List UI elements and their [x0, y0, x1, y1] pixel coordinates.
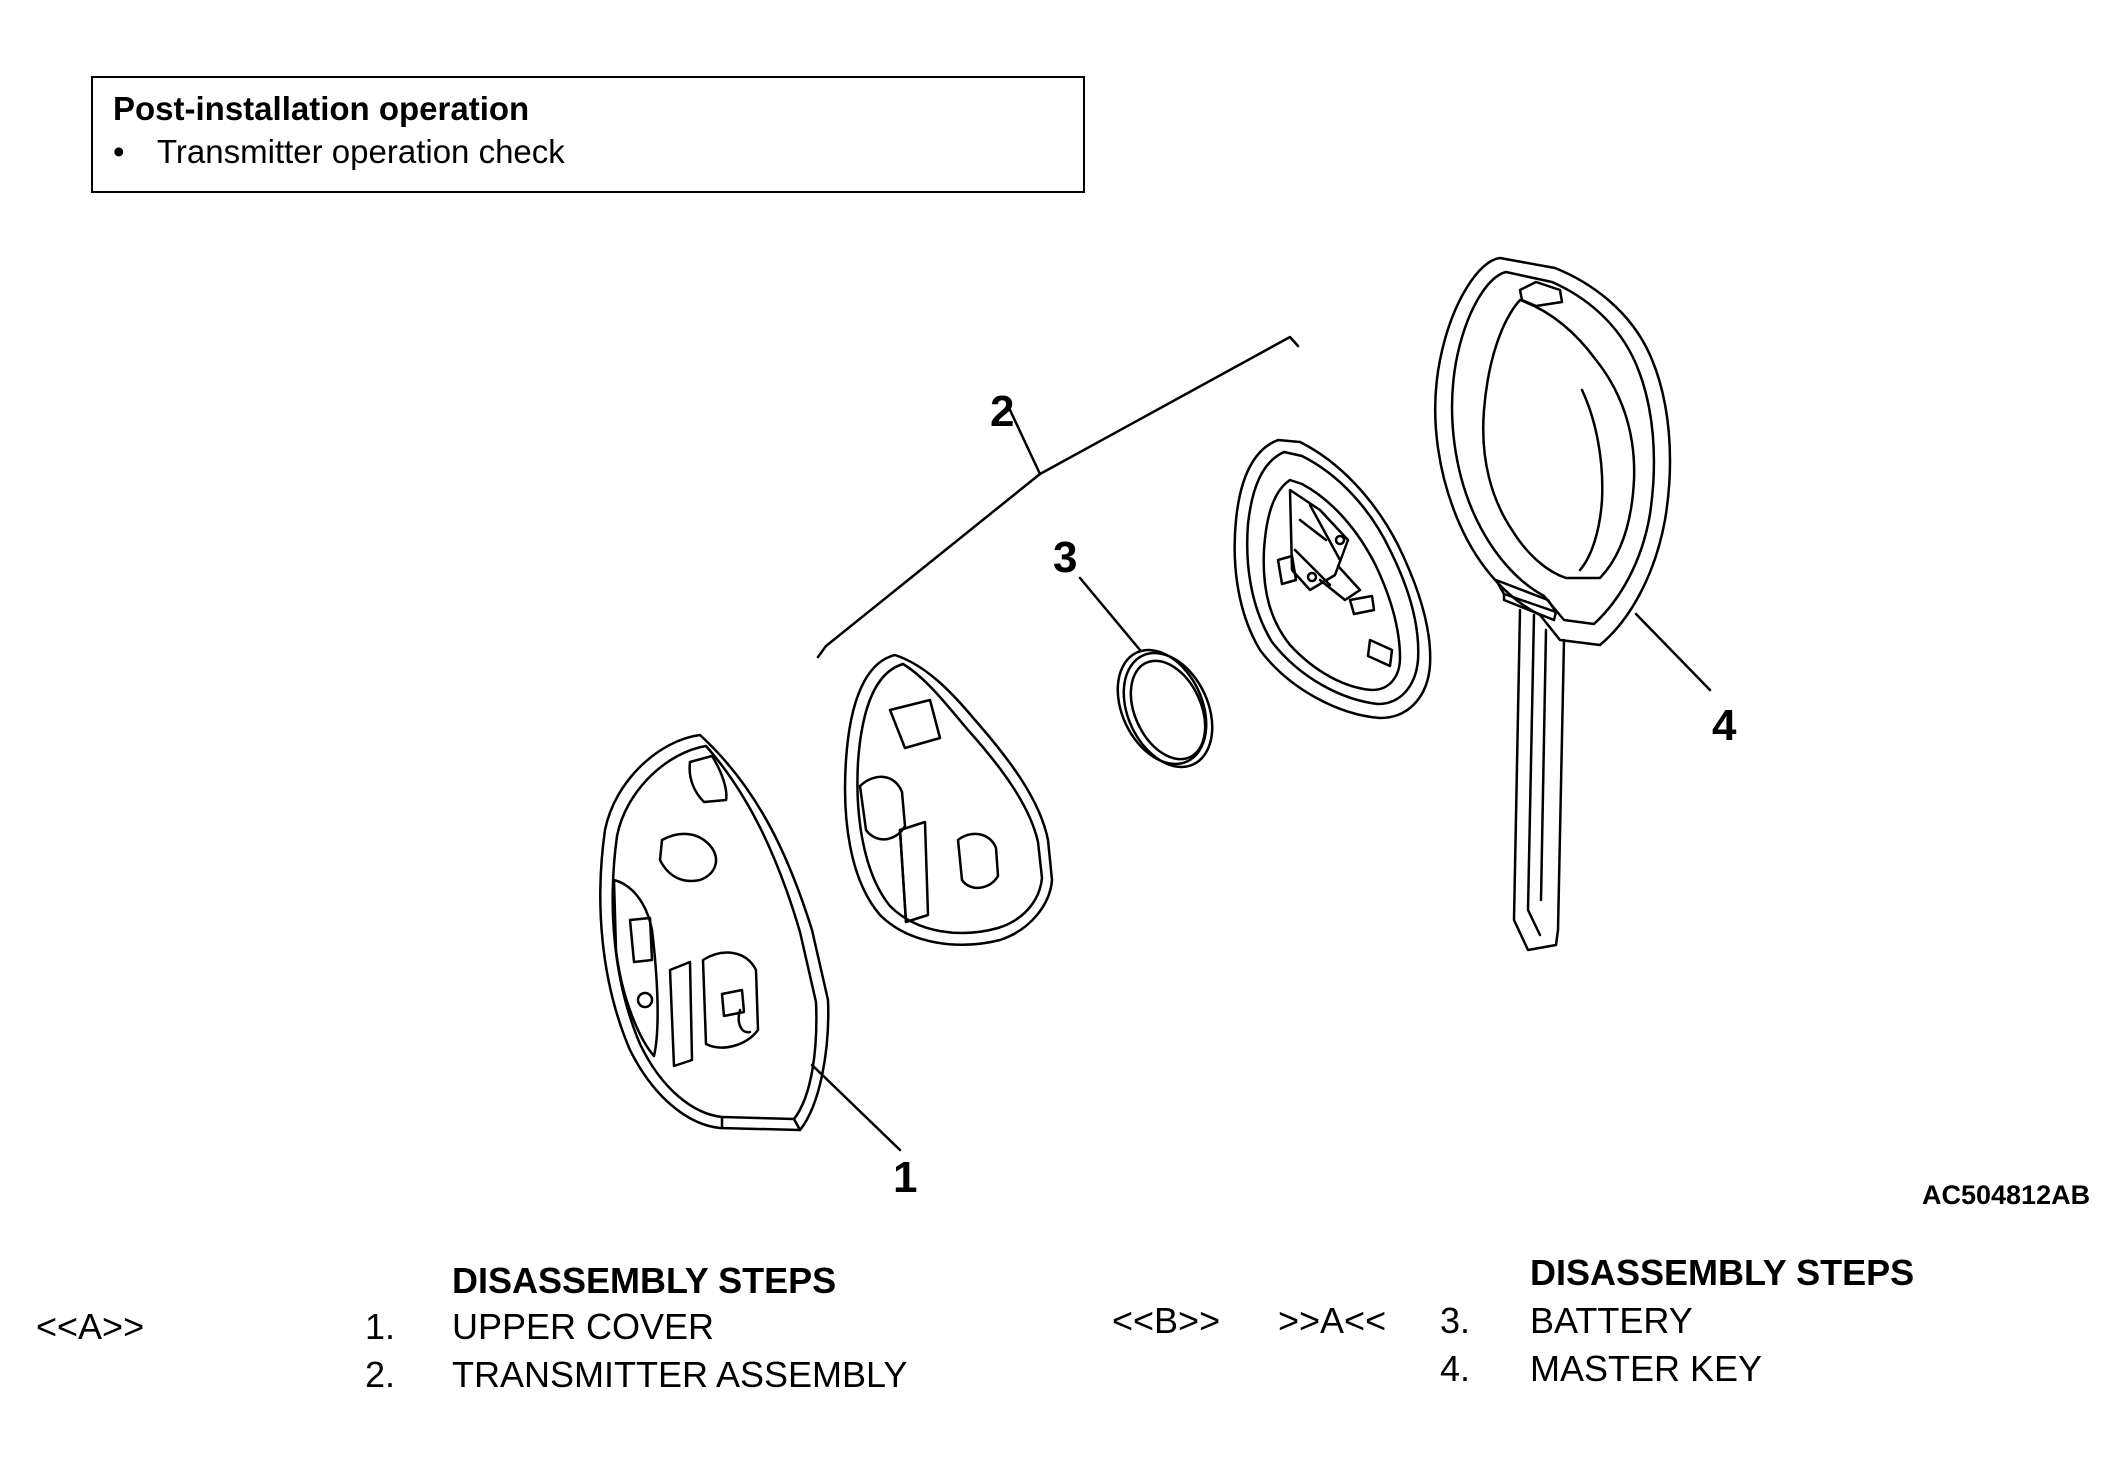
upper-cover-part	[599, 733, 830, 1132]
bullet-icon: •	[113, 133, 125, 170]
left-step-row-2-label: TRANSMITTER ASSEMBLY	[452, 1354, 907, 1396]
right-step-3-label: BATTERY	[1530, 1300, 1693, 1341]
right-step-row-3: 3.	[1440, 1300, 1470, 1342]
master-key-part	[1433, 256, 1672, 952]
left-steps-heading: DISASSEMBLY STEPS	[452, 1260, 837, 1301]
post-installation-item-label: Transmitter operation check	[157, 133, 565, 170]
leader-line-3	[1078, 576, 1142, 652]
left-step-2-num: 2.	[365, 1354, 396, 1395]
right-ref-a-install: >>A<<	[1278, 1300, 1387, 1341]
right-step-3-num: 3.	[1440, 1300, 1471, 1341]
left-step-row-1: 1.	[365, 1306, 395, 1348]
leader-line-1	[810, 1063, 902, 1152]
right-steps-heading: DISASSEMBLY STEPS	[1530, 1252, 1915, 1293]
figure-id: AC504812AB	[1922, 1180, 2091, 1210]
callout-1: 1	[893, 1153, 917, 1202]
left-step-2-label: TRANSMITTER ASSEMBLY	[452, 1354, 908, 1395]
post-installation-item: • Transmitter operation check	[113, 133, 565, 171]
right-step-row-3-label: BATTERY	[1530, 1300, 1693, 1342]
callout-3: 3	[1053, 533, 1077, 582]
battery-part	[1116, 648, 1214, 769]
left-step-1-num: 1.	[365, 1306, 396, 1347]
left-step-row-1-label: UPPER COVER	[452, 1306, 714, 1348]
left-step-1-label: UPPER COVER	[452, 1306, 715, 1347]
right-step-4-label: MASTER KEY	[1530, 1348, 1763, 1389]
callout-2: 2	[990, 387, 1014, 436]
left-step-row-2: 2.	[365, 1354, 395, 1396]
post-installation-title: Post-installation operation	[113, 90, 530, 127]
right-ref-b: <<B>>	[1112, 1300, 1221, 1341]
post-installation-box: Post-installation operation • Transmitter…	[91, 76, 1085, 193]
right-step-row-4-label: MASTER KEY	[1530, 1348, 1762, 1390]
right-step-row-4: 4.	[1440, 1348, 1470, 1390]
bracket-2	[816, 335, 1300, 659]
leader-line-2	[1008, 408, 1042, 476]
transmitter-circuit-part	[1233, 438, 1432, 720]
leader-line-4	[1634, 612, 1712, 692]
transmitter-housing-part	[843, 653, 1054, 946]
callout-4: 4	[1712, 701, 1737, 750]
left-ref-a: <<A>>	[36, 1306, 145, 1347]
right-step-4-num: 4.	[1440, 1348, 1471, 1389]
